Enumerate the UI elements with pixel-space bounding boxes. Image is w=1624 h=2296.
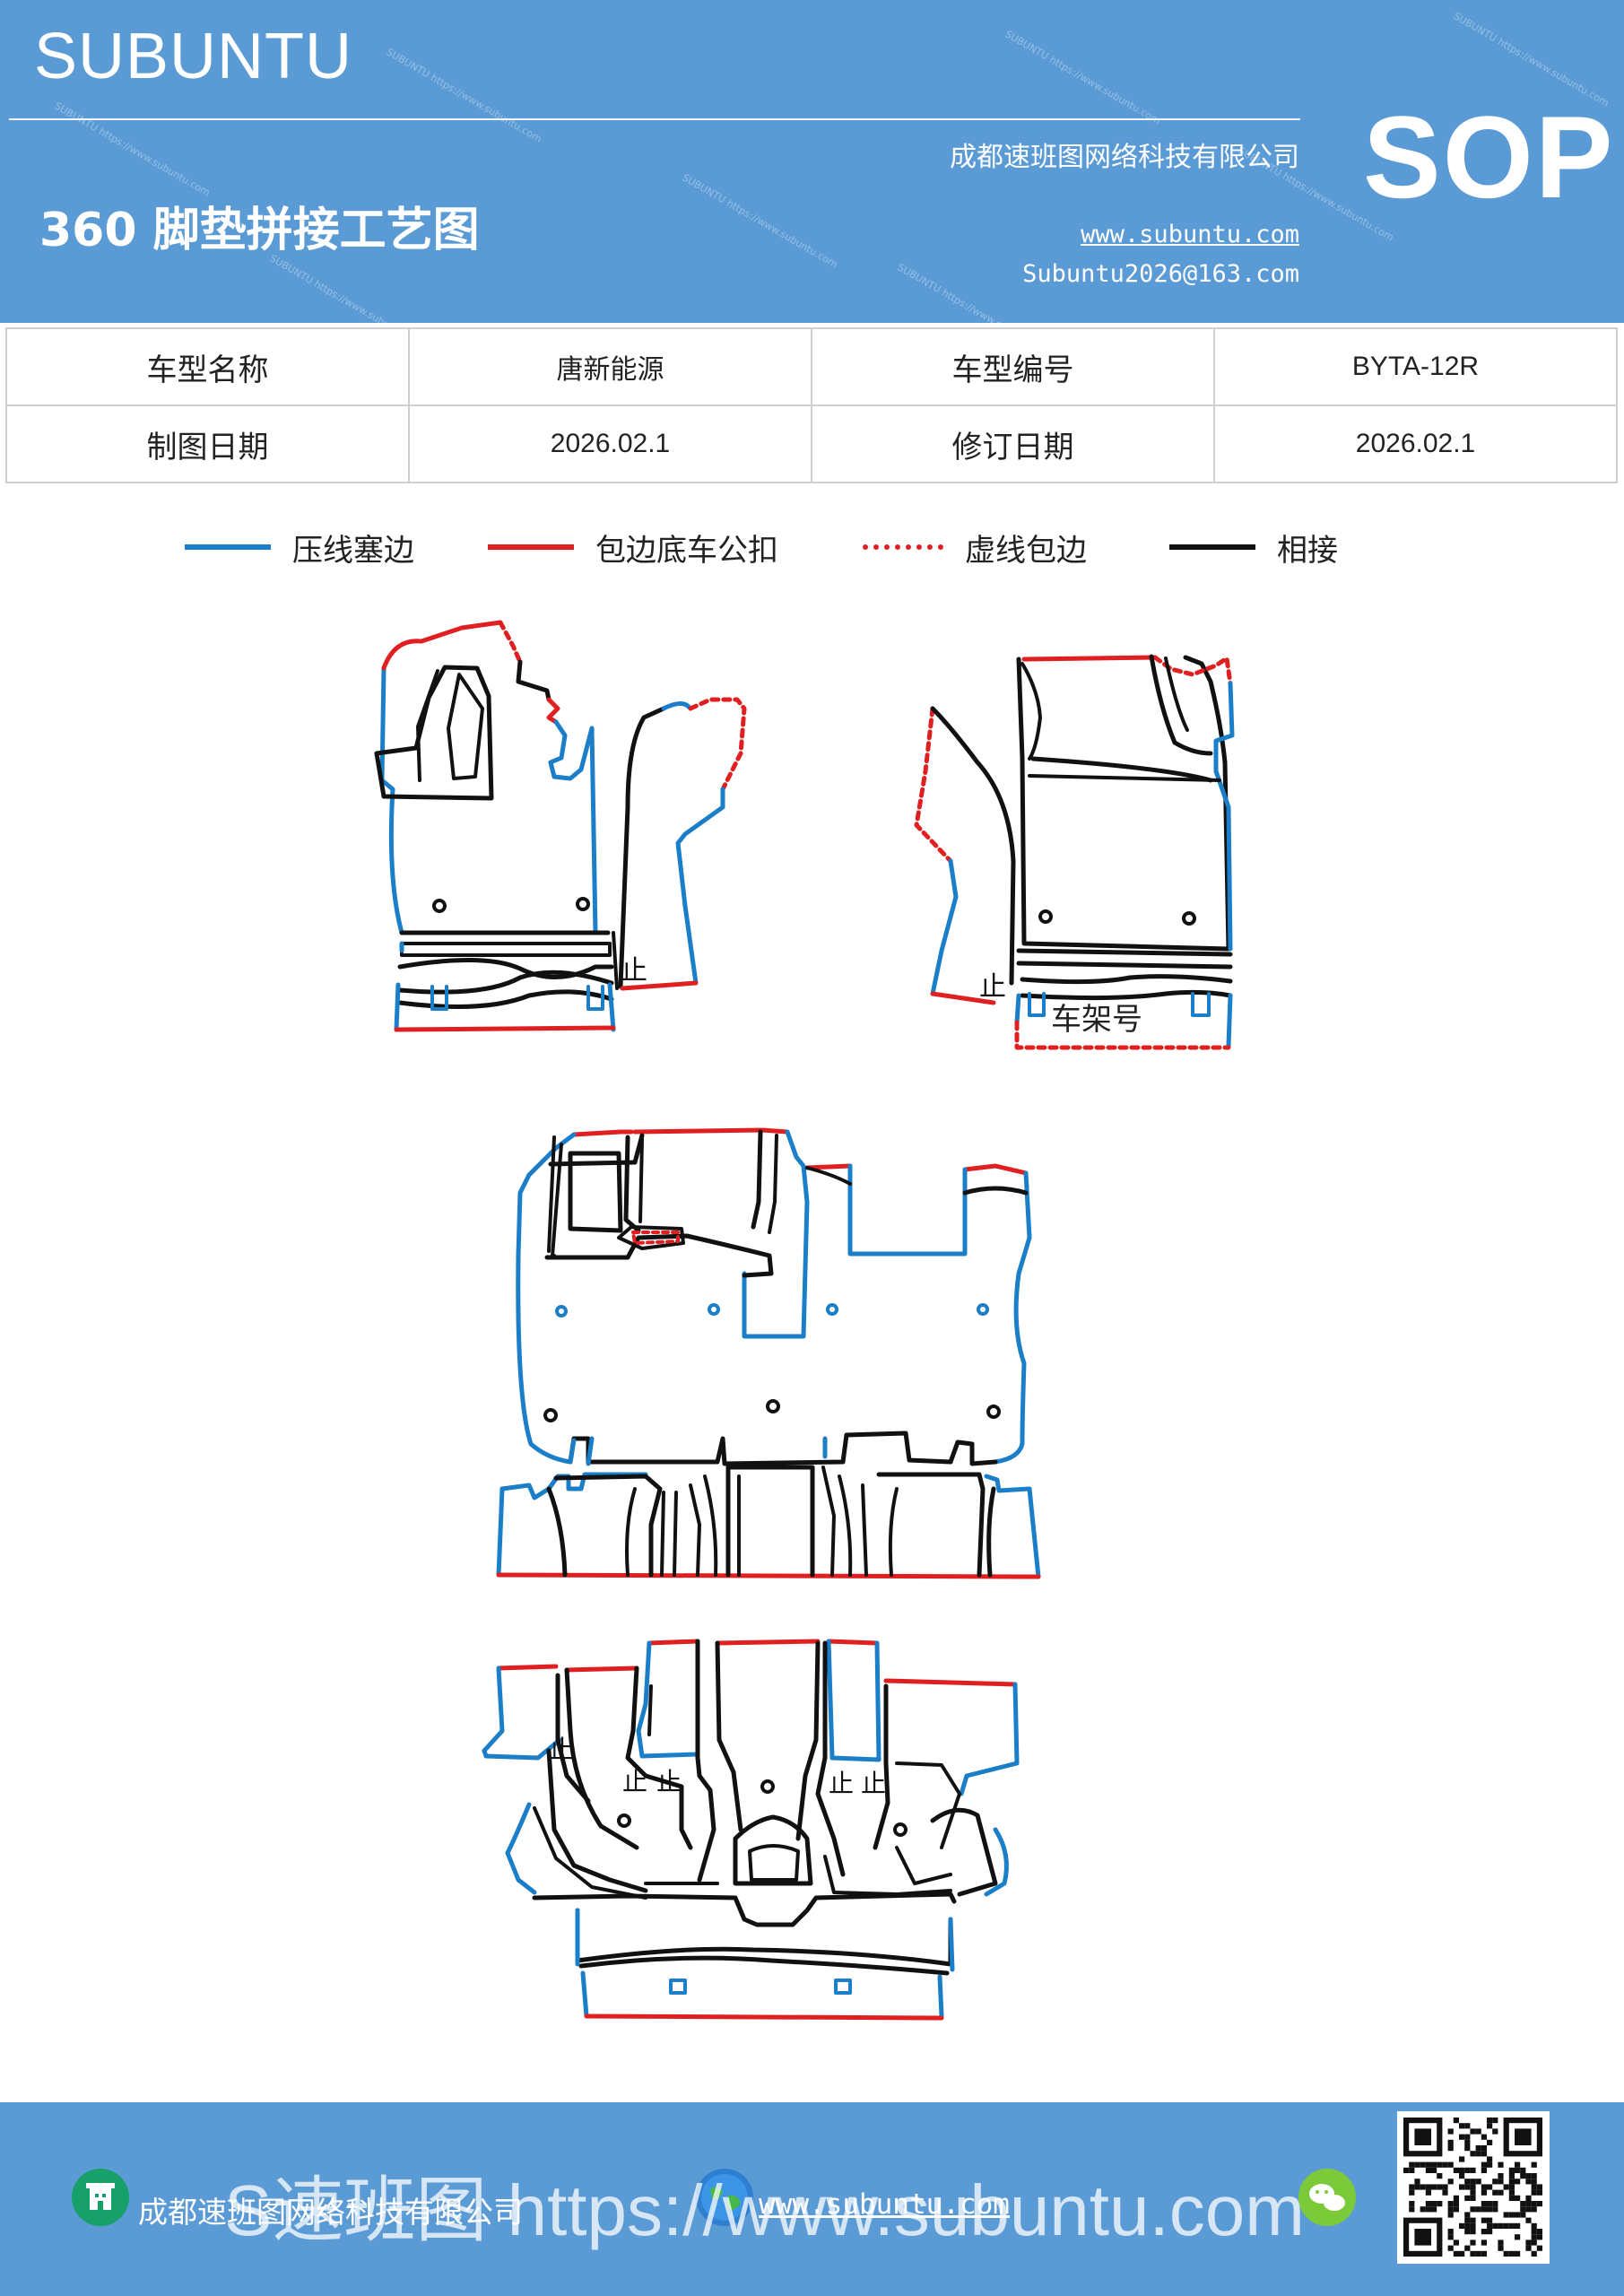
- stop-mark: 止: [656, 1767, 682, 1796]
- info-label-cell: 车型编号: [811, 327, 1215, 406]
- header-divider: [9, 118, 1300, 120]
- legend-item-dotted-edge: 虚线包边: [863, 529, 1087, 569]
- legend-swatch-red: [488, 544, 574, 550]
- sop-badge: SOP: [1363, 91, 1615, 222]
- mat-second-row: [496, 1127, 1041, 1579]
- info-label-cell: 车型名称: [5, 327, 410, 406]
- stop-mark: 止: [979, 971, 1006, 1003]
- contact-email[interactable]: Subuntu2026@163.com: [1022, 260, 1299, 288]
- legend-item-joint: 相接: [1169, 529, 1338, 569]
- mat-front-left: 止: [374, 620, 747, 1032]
- info-value-cell: BYTA-12R: [1213, 327, 1618, 406]
- floor-mat-diagram: 止 车架号 止: [374, 620, 1235, 2021]
- legend-label: 相接: [1277, 532, 1338, 569]
- footer-banner: S速班图 https://www.subuntu.com 成都速班图网络科技有限…: [0, 2102, 1624, 2296]
- info-label-cell: 修订日期: [811, 404, 1215, 483]
- info-value-cell: 唐新能源: [408, 327, 812, 406]
- mat-third-row: 止 止 止 止 止: [482, 1639, 1020, 2021]
- line-legend: 压线塞边 包边底车公扣 虚线包边 相接: [0, 529, 1624, 569]
- legend-item-press-line: 压线塞边: [185, 529, 414, 569]
- page-title: 360 脚垫拼接工艺图: [39, 204, 480, 257]
- website-link[interactable]: www.subuntu.com: [1081, 221, 1299, 248]
- company-name: 成都速班图网络科技有限公司: [950, 142, 1299, 173]
- stop-mark: 止: [621, 955, 647, 987]
- building-icon: [72, 2169, 129, 2226]
- stop-mark: 止: [861, 1769, 886, 1798]
- stop-mark: 止: [549, 1735, 574, 1764]
- footer-company-name: 成都速班图网络科技有限公司: [138, 2195, 523, 2230]
- mat-front-right: 车架号 止: [914, 654, 1235, 1050]
- frame-number-label: 车架号: [1051, 1002, 1142, 1038]
- legend-swatch-black: [1169, 544, 1255, 550]
- legend-label: 虚线包边: [965, 532, 1087, 569]
- legend-label: 包边底车公扣: [595, 532, 778, 569]
- wechat-icon: [1298, 2169, 1356, 2226]
- stop-mark: 止: [829, 1769, 854, 1798]
- info-value-cell: 2026.02.1: [408, 404, 812, 483]
- legend-swatch-blue: [185, 544, 271, 550]
- info-label-cell: 制图日期: [5, 404, 410, 483]
- info-value-cell: 2026.02.1: [1213, 404, 1618, 483]
- legend-item-edge-clip: 包边底车公扣: [488, 529, 778, 569]
- qr-code-icon[interactable]: [1397, 2111, 1550, 2264]
- stop-mark: 止: [622, 1767, 647, 1796]
- globe-icon: [696, 2169, 753, 2226]
- legend-label: 压线塞边: [292, 532, 414, 569]
- footer-website-link[interactable]: www.subuntu.com: [759, 2188, 1010, 2221]
- brand-logo-text: SUBUNTU: [34, 21, 353, 92]
- legend-swatch-red-dotted: [863, 544, 943, 550]
- footer-watermark-text: S速班图 https://www.subuntu.com: [224, 2170, 1305, 2250]
